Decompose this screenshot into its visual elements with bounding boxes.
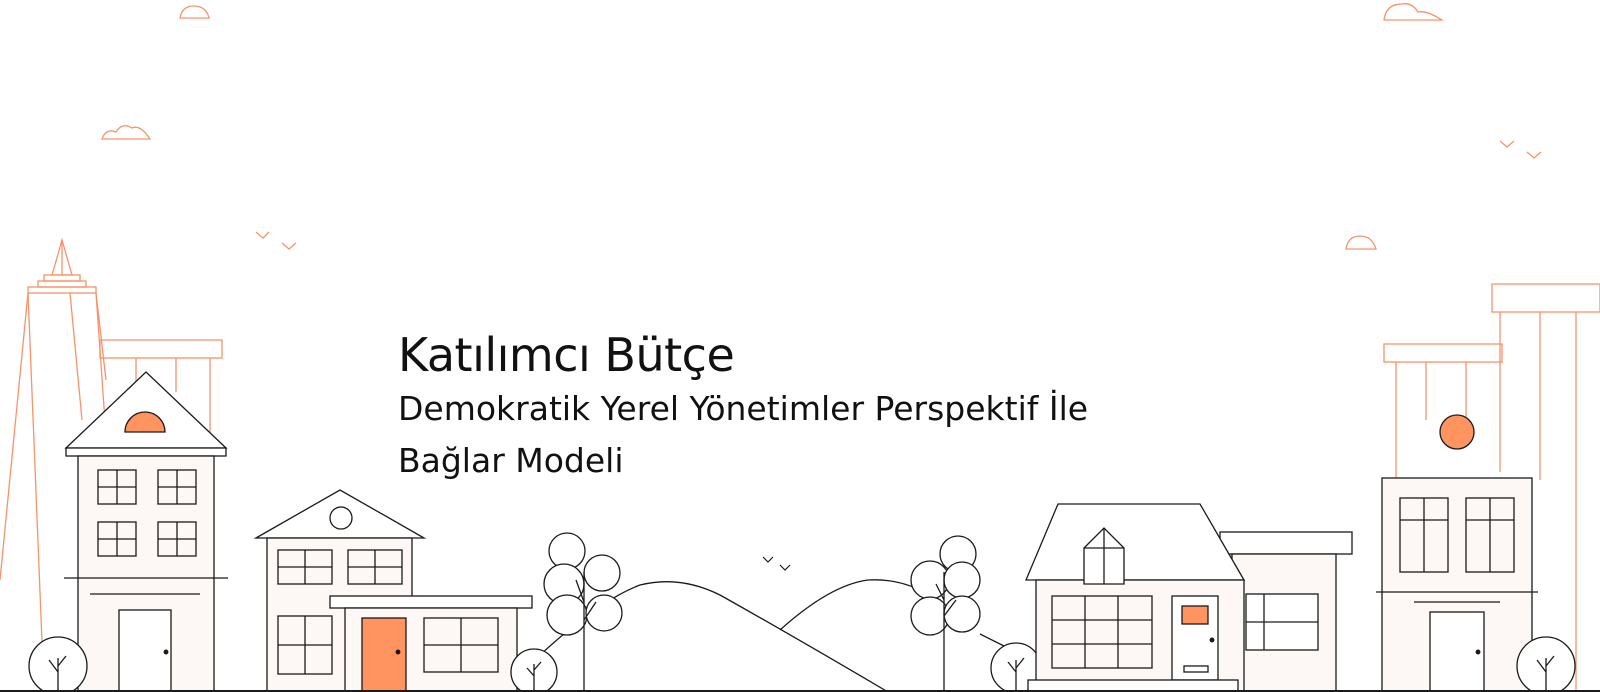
cloud-icon (179, 5, 210, 19)
hero-headline: Katılımcı Bütçe Demokratik Yerel Yönetim… (398, 327, 1088, 487)
page-subtitle-line-2: Bağlar Modeli (398, 441, 624, 480)
building-house (253, 489, 533, 692)
bird-icon (762, 556, 791, 571)
page-subtitle-line-1: Demokratik Yerel Yönetimler Perspektif İ… (398, 389, 1089, 428)
bird-icon (255, 140, 1542, 250)
tree (510, 648, 558, 692)
cloud-icon (101, 125, 152, 140)
building-right (1376, 414, 1538, 692)
tree (543, 532, 623, 692)
tree (910, 535, 981, 692)
page-title: Katılımcı Bütçe (398, 328, 735, 382)
tree (1516, 636, 1576, 692)
building-house-right (1025, 503, 1353, 692)
building-left (64, 371, 228, 692)
cloud-icon (1345, 235, 1377, 250)
building-frame (1383, 283, 1600, 692)
tree (28, 636, 88, 692)
cloud-icon (1383, 3, 1445, 21)
